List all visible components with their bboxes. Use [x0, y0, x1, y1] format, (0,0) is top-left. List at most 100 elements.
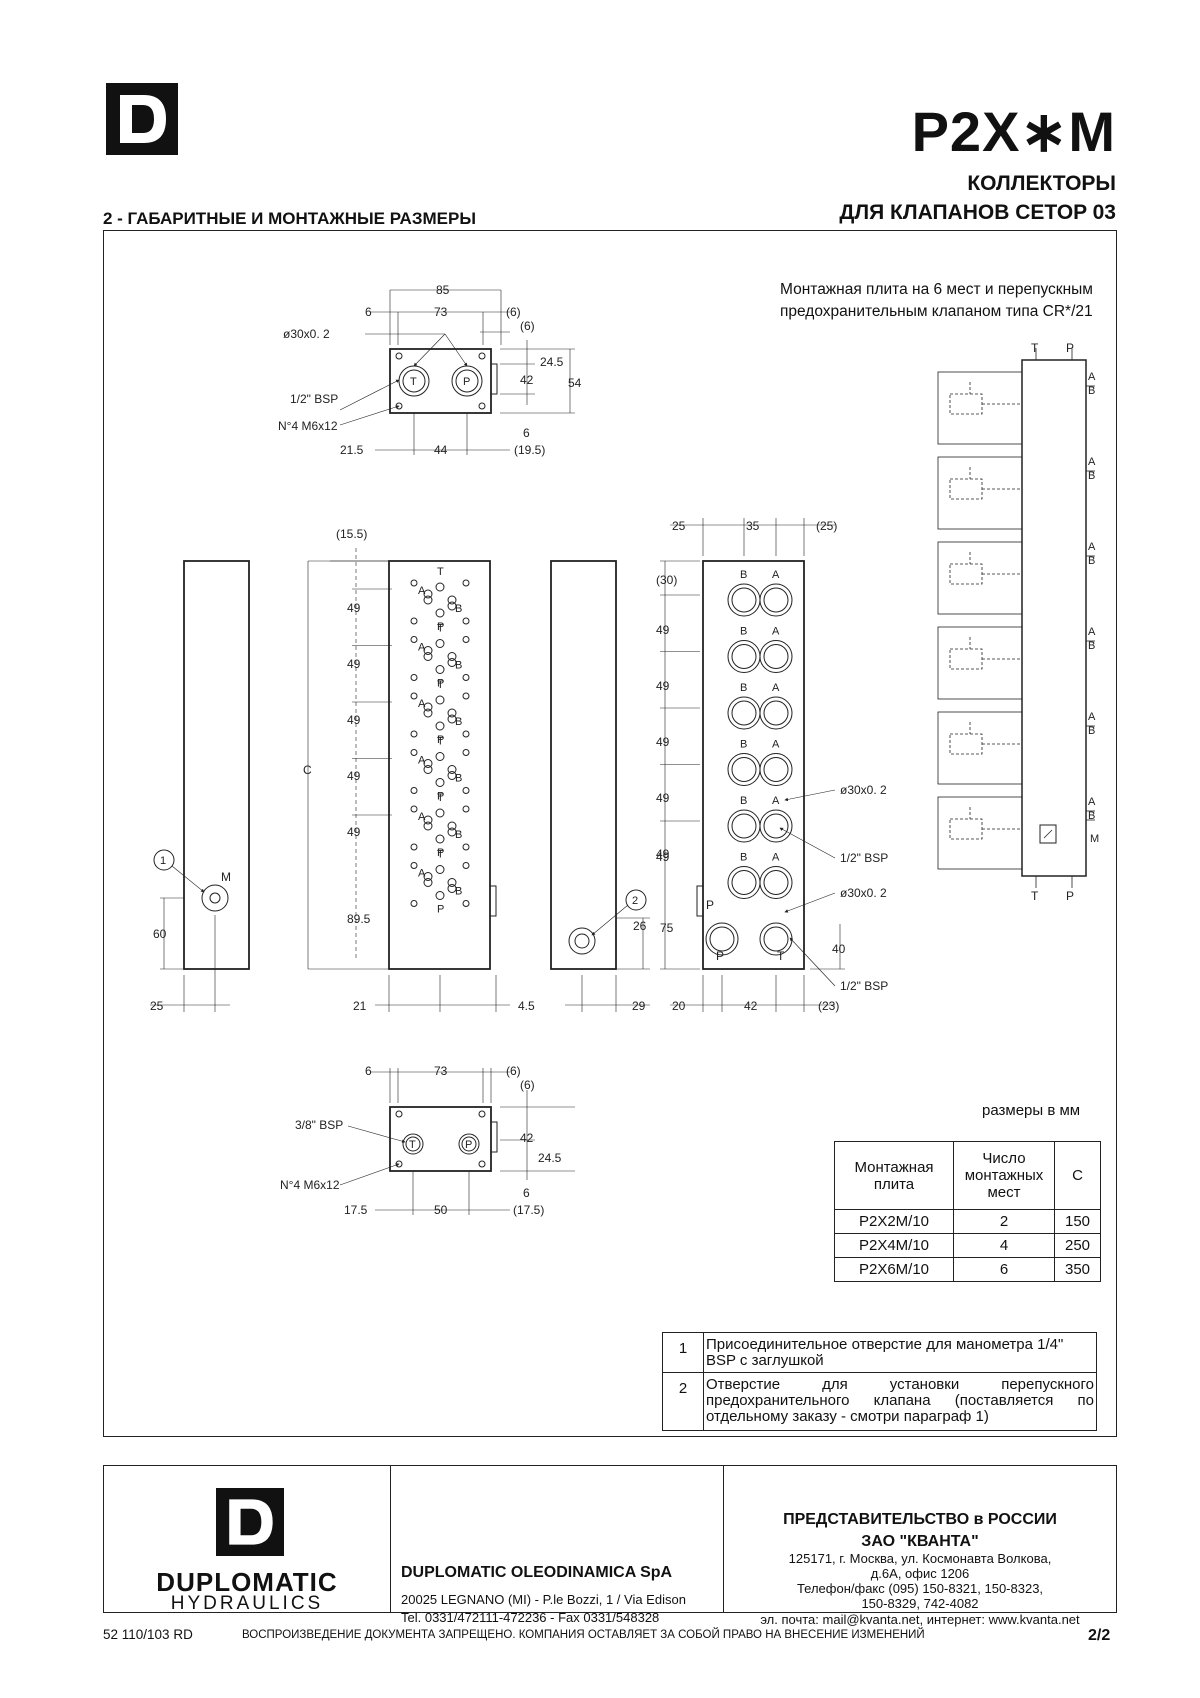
mounting-hole-icon	[410, 674, 418, 681]
port-outer-circle	[759, 809, 793, 843]
port-inner-circle	[763, 700, 789, 726]
rep-line-1: 125171, г. Москва, ул. Космонавта Волков…	[788, 1551, 1052, 1566]
schematic-valve-symbol	[949, 648, 983, 670]
port-hole-icon	[435, 891, 445, 900]
dim-text: (15.5)	[336, 527, 367, 541]
mounting-hole-icon	[462, 692, 470, 700]
schematic-b: B	[1088, 725, 1095, 737]
dim-text: 73	[434, 305, 448, 319]
table-row: P2X6M/10 6 350	[834, 1257, 1101, 1282]
dim-text: 49	[347, 713, 361, 727]
port-outer-circle	[759, 922, 793, 956]
port-hole-icon	[435, 865, 445, 874]
dim-text: 42	[744, 999, 758, 1013]
dim-text: 42	[520, 1131, 534, 1145]
port-outer-circle	[759, 753, 793, 786]
port-label: A	[772, 795, 780, 807]
dim-text: 49	[347, 601, 361, 615]
schematic-b: B	[1088, 470, 1095, 482]
dim-text: (25)	[816, 519, 837, 533]
port-label-b: B	[455, 603, 462, 615]
port-label-t: T	[437, 736, 444, 748]
dim-text: 6	[523, 1186, 530, 1200]
hydraulic-schematic	[1021, 348, 1095, 888]
port-hole-icon	[447, 771, 457, 780]
mounting-hole-icon	[410, 862, 418, 869]
port-inner-circle	[731, 587, 757, 613]
dim-text: 25	[672, 519, 686, 533]
page-number: 2/2	[1088, 1627, 1111, 1644]
port-label-p: P	[463, 376, 470, 388]
port-hole-icon	[435, 639, 445, 648]
dim-text: (17.5)	[513, 1203, 544, 1217]
schematic-a: A	[1088, 626, 1096, 638]
mounting-hole-icon	[410, 692, 418, 700]
schematic-t: T	[1031, 889, 1039, 903]
table-cell: 4	[953, 1233, 1055, 1258]
port-hole-icon	[435, 665, 445, 674]
port-outer-circle	[727, 753, 761, 786]
port-hole-icon	[447, 884, 457, 893]
port-hole-icon	[447, 765, 457, 774]
schematic-p: P	[1066, 889, 1074, 903]
bottom-view	[339, 1068, 575, 1215]
port-hole-icon	[423, 646, 433, 655]
mounting-hole-icon	[410, 900, 418, 907]
dim-text: (6)	[520, 1078, 535, 1092]
label-text: 1/2" BSP	[840, 851, 888, 865]
schematic-unit-box	[937, 456, 1023, 530]
port-label-p: P	[437, 791, 444, 803]
doc-code: 52 110/103 RD	[103, 1627, 193, 1642]
dim-text: 49	[347, 657, 361, 671]
port-hole-icon	[447, 652, 457, 661]
port-label: A	[772, 626, 780, 638]
dim-text: 49	[656, 850, 670, 864]
port-hole-icon	[447, 708, 457, 718]
dim-text: 85	[436, 283, 450, 297]
dim-text: 60	[153, 927, 167, 941]
port-hole-icon	[423, 872, 433, 881]
port-label-a: A	[418, 585, 426, 597]
port-label-a: A	[418, 811, 426, 823]
schematic-a: A	[1088, 541, 1096, 553]
dim-text: 6	[365, 305, 372, 319]
port-label-a: A	[418, 642, 426, 654]
rep-title: ПРЕДСТАВИТЕЛЬСТВО в РОССИИ	[783, 1511, 1057, 1528]
rep-line-3: Телефон/факс (095) 150-8321, 150-8323,	[796, 1581, 1044, 1596]
port-hole-icon	[423, 589, 433, 599]
dim-text: C	[303, 763, 312, 777]
dim-text: 26	[633, 919, 647, 933]
note-text: Присоединительное отверстие для манометр…	[703, 1332, 1097, 1373]
port-label-t: T	[409, 1139, 416, 1151]
dim-text: 49	[656, 679, 670, 693]
label-text: ø30x0. 2	[283, 327, 330, 341]
mounting-hole-icon	[410, 579, 418, 587]
port-inner-circle	[763, 870, 789, 895]
label-text: N°4 M6x12	[278, 419, 338, 433]
port-label: B	[740, 795, 747, 807]
port-outer-circle	[727, 866, 761, 899]
port-hole-icon	[435, 582, 445, 592]
rep-company: ЗАО "КВАНТА"	[861, 1533, 979, 1550]
left-side-view	[150, 560, 250, 1012]
brand-sub: HYDRAULICS	[170, 1593, 324, 1614]
label-text: ø30x0. 2	[840, 783, 887, 797]
schematic-b: B	[1088, 385, 1095, 397]
port-outer-circle	[759, 583, 793, 617]
dim-text: (23)	[818, 999, 839, 1013]
dim-text: 4.5	[518, 999, 535, 1013]
port-hole-icon	[423, 595, 433, 605]
port-label-p: P	[437, 678, 444, 690]
port-hole-icon	[447, 595, 457, 605]
models-table: Монтажная плита Число монтажных мест C P…	[834, 1141, 1101, 1282]
port-hole-icon	[447, 601, 457, 611]
port-hole-icon	[447, 878, 457, 887]
table-cell: P2X4M/10	[834, 1233, 954, 1258]
schematic-b: B	[1088, 810, 1095, 822]
units-note: размеры в мм	[982, 1102, 1081, 1119]
drawing-frame	[103, 230, 1117, 1437]
port-hole-icon	[447, 658, 457, 667]
schematic-b: B	[1088, 555, 1095, 567]
